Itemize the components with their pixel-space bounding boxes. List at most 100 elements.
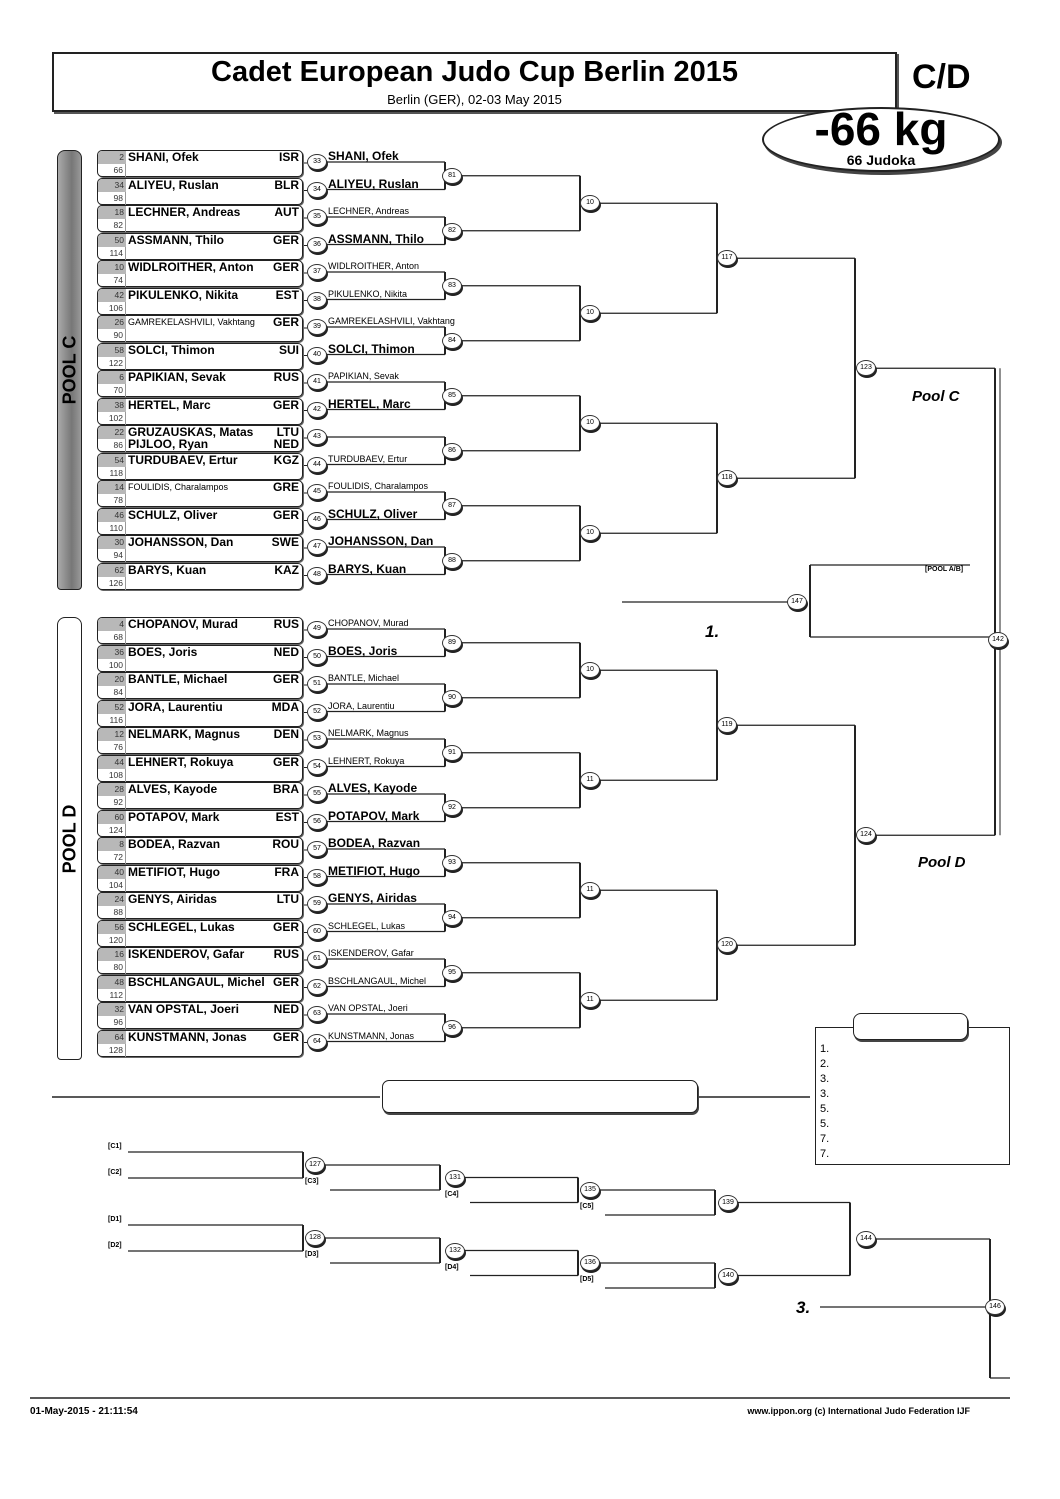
competitor-name: LECHNER, Andreas (128, 205, 241, 219)
competitor-name: METIFIOT, Hugo (128, 864, 220, 879)
pool-c-bar: POOL C (57, 150, 82, 590)
competitor-country: GER (272, 397, 299, 412)
round1-winner-name: POTAPOV, Mark (328, 808, 420, 823)
result-rank: 3. (820, 1088, 830, 1100)
competitor-name: SCHULZ, Oliver (128, 507, 218, 522)
round1-winner-name: BOES, Joris (328, 643, 398, 658)
first-place-label: 1. (705, 622, 720, 641)
match-number-badge: 41 (307, 374, 327, 390)
match-number-badge: 52 (307, 703, 327, 720)
match-number-badge: 42 (307, 401, 327, 418)
seed-number: 58 (98, 343, 126, 357)
competitor-name: GENYS, Airidas (128, 892, 217, 906)
seed-number: 2 (98, 151, 126, 164)
competitor-country: AUT (274, 205, 299, 219)
draw-number: 124 (98, 823, 126, 837)
round1-winner-name: METIFIOT, Hugo (328, 863, 420, 878)
result-rank: 2. (820, 1058, 830, 1070)
match-number-badge: 88 (442, 552, 462, 569)
seed-number: 10 (98, 261, 126, 274)
draw-number: 74 (98, 274, 126, 287)
repechage-slot-label: [C4] (445, 1190, 459, 1198)
seed-number: 46 (98, 508, 126, 522)
match-number-badge: 147 (787, 594, 807, 610)
competitor-country: GER (272, 507, 299, 522)
match-number-badge: 139 (718, 1194, 738, 1211)
draw-number: 86 (98, 439, 126, 452)
match-number-badge: 11 (580, 882, 600, 899)
competitor-name: ALVES, Kayode (128, 782, 218, 796)
match-number-badge: 55 (307, 786, 327, 802)
round1-winner-name: NELMARK, Magnus (328, 728, 409, 738)
pool-d-final-label: Pool D (918, 854, 966, 871)
repechage-slot-label: [D3] (305, 1251, 319, 1258)
competitor-name: CHOPANOV, Murad (128, 617, 239, 631)
match-number-badge: 128 (305, 1230, 325, 1246)
round1-winner-name: JOHANSSON, Dan (328, 534, 434, 548)
competitor-name: ALIYEU, Ruslan (128, 177, 219, 192)
other-pool-label: [POOL A/B] (925, 566, 964, 573)
match-number-badge: 40 (307, 346, 327, 363)
round1-winner-name: BARYS, Kuan (328, 561, 407, 576)
repechage-slot-label: [D2] (108, 1242, 122, 1249)
seed-number: 26 (98, 316, 126, 329)
match-number-badge: 54 (307, 758, 327, 775)
seed-number: 52 (98, 700, 126, 714)
competitor-name: BANTLE, Michael (128, 672, 228, 686)
match-number-badge: 10 (580, 525, 600, 542)
competitor-country: BLR (274, 177, 299, 192)
competitor-country: GRE (272, 480, 299, 494)
match-number-badge: 127 (305, 1157, 325, 1173)
match-number-badge: 94 (442, 909, 462, 926)
weight-ellipse (762, 107, 1000, 172)
seed-number: 12 (98, 728, 126, 741)
competitor-name: GRUZAUSKAS, Matas (128, 425, 254, 439)
repechage-slot-label: [D1] (108, 1216, 122, 1223)
match-number-badge: 62 (307, 978, 327, 995)
draw-number: 94 (98, 549, 126, 562)
round1-winner-name: KUNSTMANN, Jonas (328, 1030, 415, 1041)
competitor-name: JORA, Laurentiu (128, 699, 223, 714)
match-number-badge: 119 (717, 717, 737, 734)
draw-number: 82 (98, 219, 126, 232)
draw-number: 102 (98, 411, 126, 425)
competitor-name: SCHLEGEL, Lukas (128, 919, 235, 934)
round1-winner-name: JORA, Laurentiu (328, 700, 395, 711)
draw-number: 90 (98, 329, 126, 342)
competitor-name: BARYS, Kuan (128, 562, 207, 577)
match-number-badge: 93 (442, 854, 462, 871)
match-number-badge: 10 (580, 662, 600, 679)
match-number-badge: 47 (307, 539, 327, 555)
competitor-name: BODEA, Razvan (128, 837, 221, 851)
competitor-country: NED (273, 437, 299, 451)
seed-number: 34 (98, 178, 126, 192)
match-number-badge: 34 (307, 181, 327, 198)
draw-number: 126 (98, 576, 126, 590)
match-number-badge: 82 (442, 222, 462, 239)
competitor-name: TURDUBAEV, Ertur (128, 452, 238, 467)
match-number-badge: 83 (442, 277, 462, 294)
match-number-badge: 146 (985, 1299, 1005, 1315)
weight-class: -66 kg (814, 103, 948, 155)
seed-number: 44 (98, 755, 126, 769)
match-number-badge: 87 (442, 497, 462, 514)
seed-number: 24 (98, 893, 126, 906)
draw-number: 96 (98, 1016, 126, 1029)
round1-winner-name: BANTLE, Michael (328, 673, 400, 683)
repechage-slot-label: [D5] (580, 1276, 594, 1283)
competitor-country: ISR (278, 150, 299, 164)
competitor-name: PAPIKIAN, Sevak (128, 370, 226, 384)
draw-number: 70 (98, 384, 126, 397)
seed-number: 38 (98, 398, 126, 412)
competitor-country: ROU (272, 837, 299, 851)
